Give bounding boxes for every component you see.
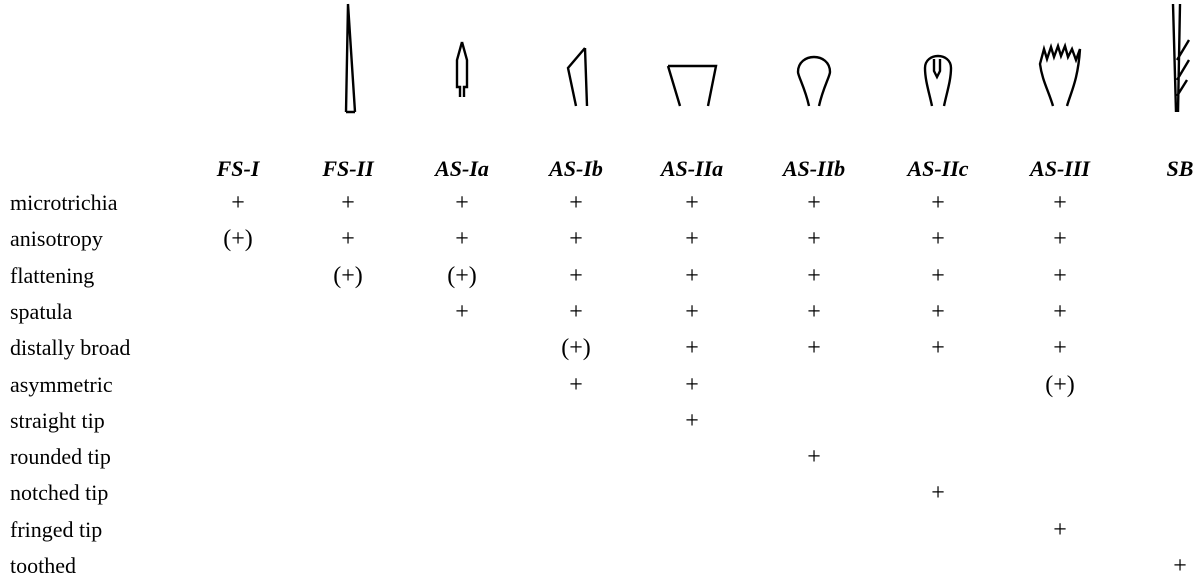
column-header: SB xyxy=(1166,156,1194,181)
table-cell: + xyxy=(569,262,583,289)
table-cell: + xyxy=(685,335,699,362)
table-cell: + xyxy=(569,190,583,216)
column-header: AS-IIa xyxy=(660,156,724,181)
table-cell: (+) xyxy=(1045,371,1075,398)
row-label: distally broad xyxy=(10,335,131,361)
row-label: straight tip xyxy=(10,407,105,433)
table-cell: (+) xyxy=(333,262,363,289)
table-cell: + xyxy=(685,262,699,289)
asymmetric-spatula-icon xyxy=(556,0,596,107)
notched-tip-spatula-icon xyxy=(918,0,958,110)
rounded-tip-spatula-icon xyxy=(789,0,839,110)
table-cell: + xyxy=(931,226,945,253)
table-cell: + xyxy=(807,444,821,471)
column-header: AS-IIb xyxy=(782,156,846,181)
column-header: AS-III xyxy=(1030,156,1090,181)
table-cell: + xyxy=(1053,190,1067,216)
table-cell: + xyxy=(1053,335,1067,362)
row-label: asymmetric xyxy=(10,371,113,397)
row-label: microtrichia xyxy=(10,190,118,215)
table-cell: + xyxy=(685,190,699,216)
table-cell: + xyxy=(931,298,945,325)
table-cell: + xyxy=(1053,262,1067,289)
table-cell: + xyxy=(231,190,245,216)
row-label: notched tip xyxy=(10,480,109,506)
column-header: AS-Ib xyxy=(549,156,603,181)
table-cell: + xyxy=(807,298,821,325)
table-cell: + xyxy=(341,226,355,253)
table-cell: + xyxy=(1053,516,1067,543)
row-label: flattening xyxy=(10,262,95,288)
table-cell: + xyxy=(1053,226,1067,253)
table-cell: + xyxy=(685,298,699,325)
table-cell: + xyxy=(931,190,945,216)
row-label: anisotropy xyxy=(10,226,103,252)
table-cell: + xyxy=(455,226,469,253)
table-cell: (+) xyxy=(447,262,477,289)
narrow-spatula-icon xyxy=(447,0,477,100)
table-cell: + xyxy=(807,335,821,362)
table-cell: + xyxy=(931,335,945,362)
straight-tip-spatula-icon xyxy=(662,0,722,110)
table-cell: + xyxy=(685,407,699,434)
table-cell: + xyxy=(931,480,945,507)
table-cell: (+) xyxy=(561,335,591,362)
table-cell: + xyxy=(569,298,583,325)
table-cell: + xyxy=(807,226,821,253)
table-cell: + xyxy=(685,371,699,398)
row-label: spatula xyxy=(10,298,73,324)
table-cell: + xyxy=(931,262,945,289)
row-label: toothed xyxy=(10,553,76,578)
table-cell: (+) xyxy=(223,226,253,253)
table-cell: + xyxy=(341,190,355,216)
table-cell: + xyxy=(1173,553,1187,579)
column-header: AS-Ia xyxy=(435,156,489,181)
fringed-tip-spatula-icon xyxy=(1035,0,1085,110)
row-label: rounded tip xyxy=(10,444,111,470)
table-cell: + xyxy=(1053,298,1067,325)
table-cell: + xyxy=(807,190,821,216)
column-header: FS-II xyxy=(322,156,374,181)
table-cell: + xyxy=(569,371,583,398)
table-cell: + xyxy=(807,262,821,289)
table-cell: + xyxy=(685,226,699,253)
column-header: AS-IIc xyxy=(907,156,969,181)
needle-spine-icon xyxy=(333,0,363,115)
row-label: fringed tip xyxy=(10,516,103,542)
toothed-bristle-icon xyxy=(1165,0,1195,115)
table-cell: + xyxy=(569,226,583,253)
column-header: FS-I xyxy=(216,156,260,181)
table-cell: + xyxy=(455,298,469,325)
table-cell: + xyxy=(455,190,469,216)
